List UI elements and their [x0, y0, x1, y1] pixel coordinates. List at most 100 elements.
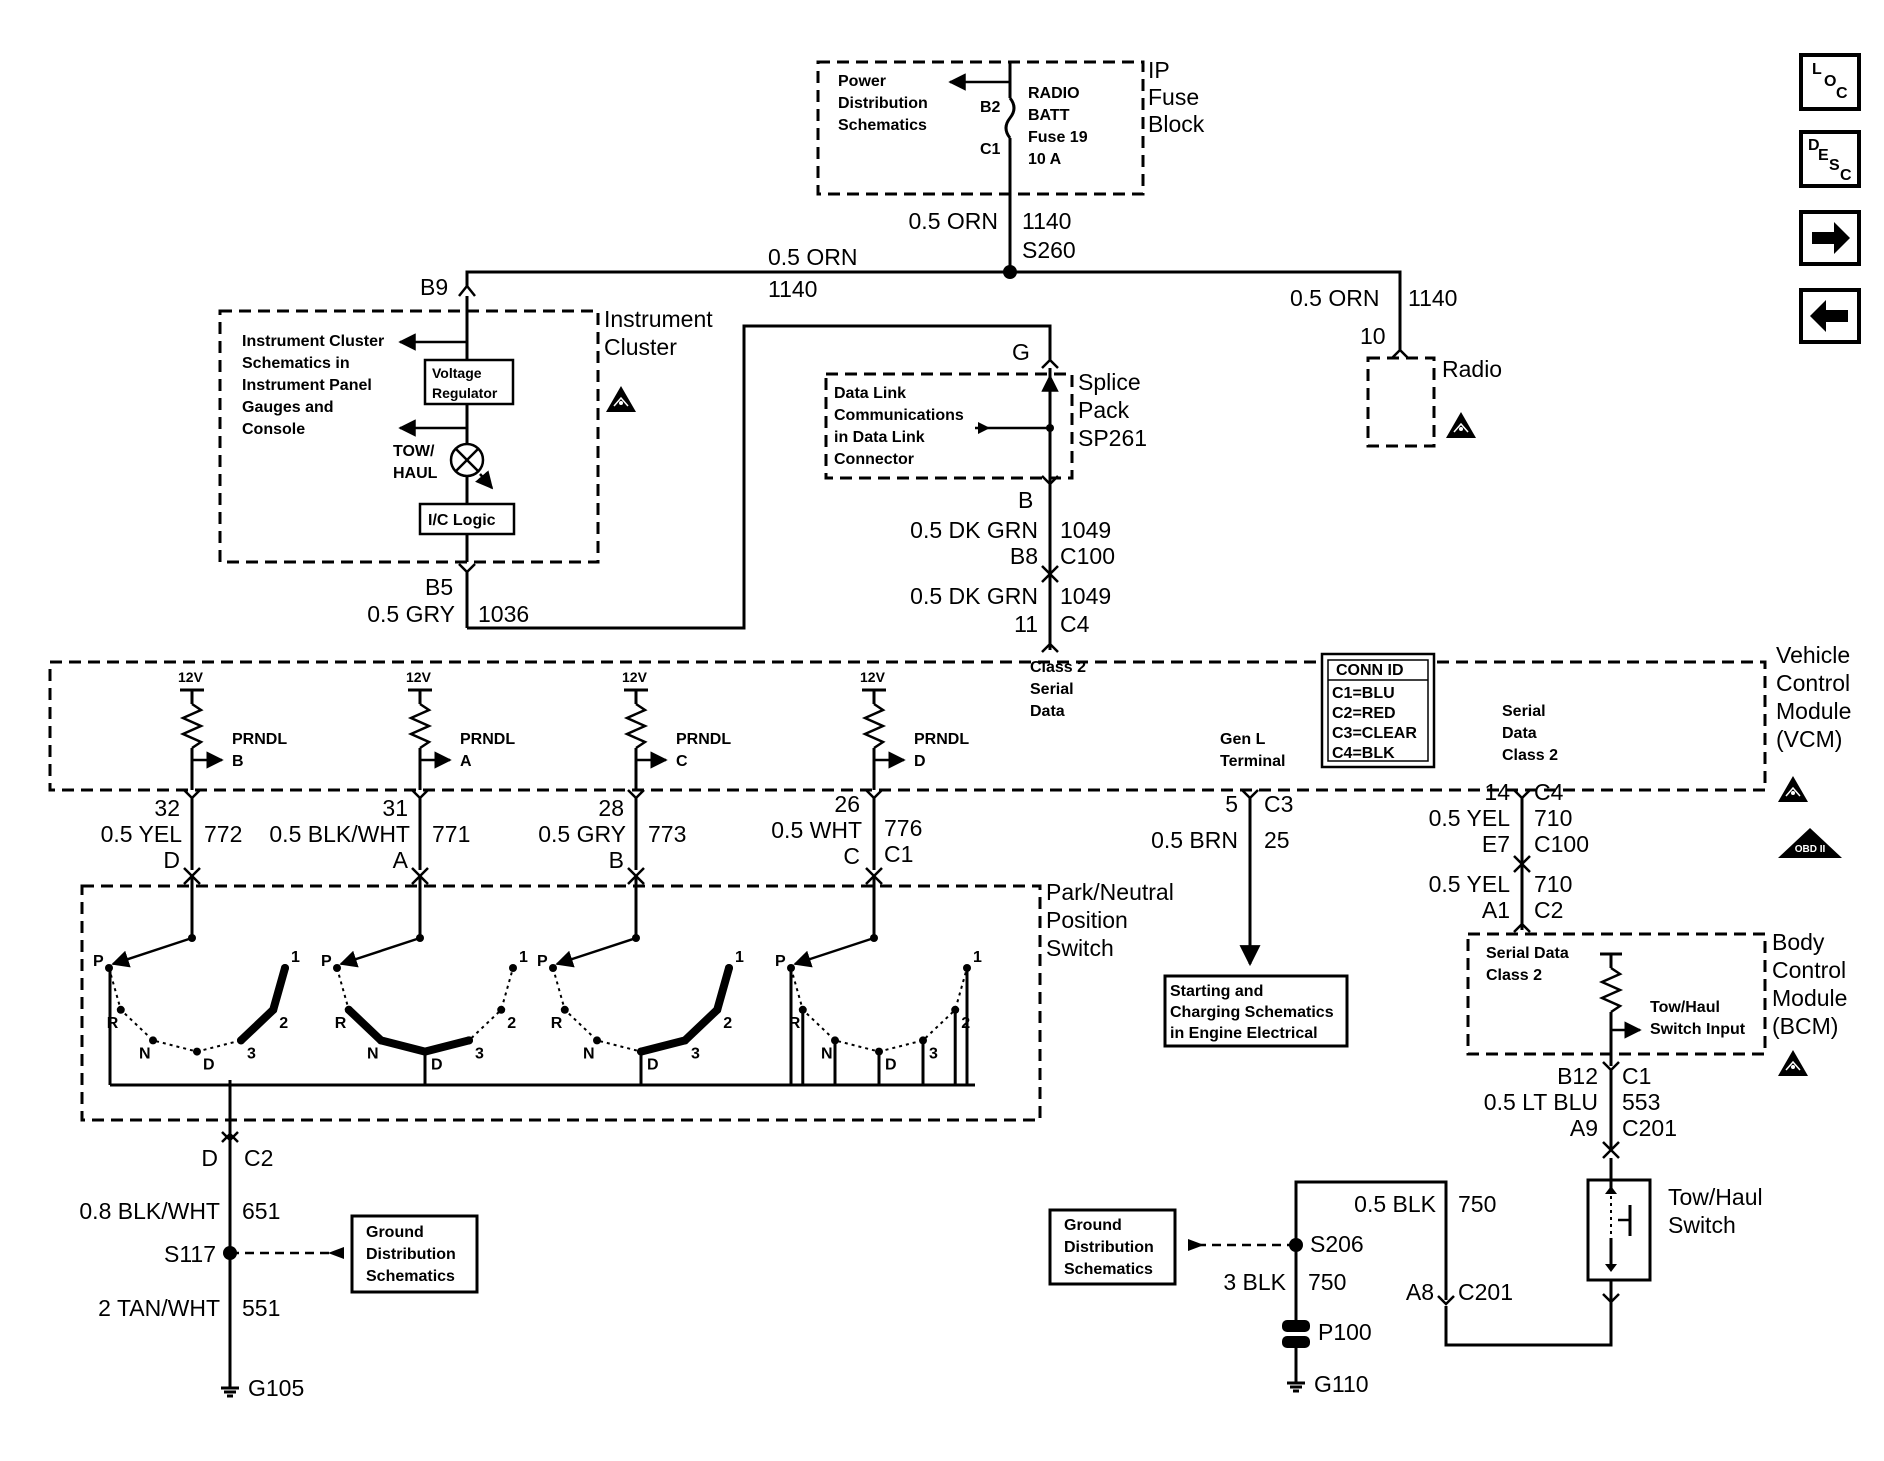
- voltage-regulator: [423, 358, 515, 406]
- prndl-label: PRNDL: [232, 731, 287, 748]
- prndl-sw-c: C: [843, 843, 860, 869]
- fuse-label-2: BATT: [1028, 107, 1070, 124]
- tow-haul-switch[interactable]: Tow/Haul Switch: [1586, 1158, 1763, 1282]
- splice-ref-1: Data Link: [834, 385, 906, 402]
- gnd-r-size-2: 3 BLK: [1223, 1269, 1286, 1295]
- bcm-input-1: Tow/Haul: [1650, 999, 1720, 1016]
- conn-id-c4: C4=BLK: [1332, 745, 1395, 762]
- obd-ii-icon: [1778, 828, 1842, 858]
- esd-icon-vcm: [1777, 775, 1809, 803]
- ic-ref-3: Instrument Panel: [242, 377, 372, 394]
- serial-pin-a1: A1: [1482, 897, 1510, 923]
- wire-circuit-1049-a: 1049: [1060, 517, 1111, 543]
- loc-letter-l: L: [1812, 61, 1822, 78]
- pnp-position-label: 1: [291, 949, 300, 966]
- pnp-title-2: Position: [1046, 907, 1128, 933]
- wire-circuit-ic: 1140: [768, 276, 817, 302]
- splice-ref-4: Connector: [834, 451, 914, 468]
- prndl-12v-label: 12V: [406, 669, 432, 685]
- serial-conn-c4: C4: [1534, 779, 1564, 805]
- bcm-title-2: Control: [1772, 957, 1846, 983]
- pnp-position-label: D: [647, 1057, 659, 1074]
- pnp-position-label: N: [821, 1045, 833, 1062]
- vcm-title-3: Module: [1776, 698, 1851, 724]
- vcm: Vehicle Control Module (VCM) OBD II Clas…: [48, 642, 1851, 938]
- prndl-12v-label: 12V: [178, 669, 204, 685]
- desc-button[interactable]: D E S C: [1799, 130, 1861, 188]
- prndl-label: PRNDL: [676, 731, 731, 748]
- fuse-block-title-1: IP: [1148, 57, 1170, 83]
- prndl-size-776: 0.5 WHT: [771, 817, 862, 843]
- esd-icon-bcm: [1777, 1049, 1809, 1077]
- lamp-label-1: TOW/: [393, 443, 435, 460]
- gnd-r-ref-1: Ground: [1064, 1217, 1122, 1234]
- pnp-position-label: 1: [519, 949, 528, 966]
- vcm-serial-1: Serial: [1502, 703, 1546, 720]
- gnd-r-circuit-1: 750: [1458, 1191, 1496, 1217]
- pnp-position-label: R: [335, 1015, 347, 1032]
- vcm-class2-2: Serial: [1030, 681, 1074, 698]
- next-page-button[interactable]: [1799, 210, 1861, 266]
- serial-size-2: 0.5 YEL: [1429, 871, 1511, 897]
- left-arrow-icon: [1810, 300, 1848, 332]
- ip-fuse-block: IP Fuse Block Power Distribution Schemat…: [816, 57, 1205, 272]
- splice-title-2: Pack: [1078, 397, 1130, 423]
- ic-ref-4: Gauges and: [242, 399, 334, 416]
- splice-title-1: Splice: [1078, 369, 1141, 395]
- gnd-l-circuit-1: 651: [242, 1198, 280, 1224]
- lamp-label-2: HAUL: [393, 465, 438, 482]
- genl-label-2: Terminal: [1220, 753, 1286, 770]
- conn-id-c3: C3=CLEAR: [1332, 725, 1417, 742]
- fuse-19-icon: [1004, 97, 1016, 139]
- pnp-position-label: N: [583, 1045, 595, 1062]
- obd-ii-label: OBD II: [1795, 844, 1826, 855]
- stud-p100-icon: [1282, 1320, 1310, 1332]
- vcm-class2-1: Class 2: [1030, 659, 1086, 676]
- prev-page-button[interactable]: [1799, 288, 1861, 344]
- ic-pin-b9: B9: [420, 274, 448, 300]
- serial-size-1: 0.5 YEL: [1429, 805, 1511, 831]
- fuse-pin-b2: B2: [980, 99, 1001, 116]
- genl-pin-5: 5: [1225, 791, 1238, 817]
- loc-button[interactable]: L O C: [1799, 53, 1861, 111]
- prndl-12v-label: 12V: [622, 669, 648, 685]
- bcm-pin-a9: A9: [1570, 1115, 1598, 1141]
- bcm-wire: B12 C1 0.5 LT BLU 553 A9 C201: [1484, 1061, 1677, 1159]
- vcm-serial-2: Data: [1502, 725, 1537, 742]
- starting-ref-3: in Engine Electrical: [1170, 1025, 1318, 1042]
- pnp-position-label: D: [885, 1057, 897, 1074]
- conn-id-header: CONN ID: [1336, 662, 1404, 679]
- radio-pin-10: 10: [1360, 323, 1386, 349]
- prndl-pin-26: 26: [834, 791, 860, 817]
- prndl-letter: D: [914, 753, 926, 770]
- bcm-circuit-553: 553: [1622, 1089, 1660, 1115]
- serial-circuit-2: 710: [1534, 871, 1572, 897]
- fuse-label-1: RADIO: [1028, 85, 1080, 102]
- bcm-input-2: Switch Input: [1650, 1021, 1746, 1038]
- pnp-position-label: P: [321, 953, 332, 970]
- ground-g105-icon: [219, 1378, 241, 1398]
- prndl-sw-d: D: [163, 847, 180, 873]
- vcm-title-4: (VCM): [1776, 726, 1842, 752]
- gnd-r-conn-c201: C201: [1458, 1279, 1513, 1305]
- pnp-position-label: D: [203, 1057, 215, 1074]
- bcm-conn-c201: C201: [1622, 1115, 1677, 1141]
- starting-ref-1: Starting and: [1170, 983, 1263, 1000]
- prndl-wire-labels: 32 0.5 YEL 772 D 31 0.5 BLK/WHT 771 A 28…: [101, 791, 923, 873]
- pnp-title-3: Switch: [1046, 935, 1114, 961]
- pnp-position-label: 1: [735, 949, 744, 966]
- prndl-size-771: 0.5 BLK/WHT: [269, 821, 410, 847]
- pnp-position-label: N: [139, 1045, 151, 1062]
- pin-b8: B8: [1010, 543, 1038, 569]
- fuse-block-title-2: Fuse: [1148, 84, 1199, 110]
- prndl-12v-label: 12V: [860, 669, 886, 685]
- pin-11: 11: [1014, 611, 1038, 637]
- pnp-position-label: 1: [973, 949, 982, 966]
